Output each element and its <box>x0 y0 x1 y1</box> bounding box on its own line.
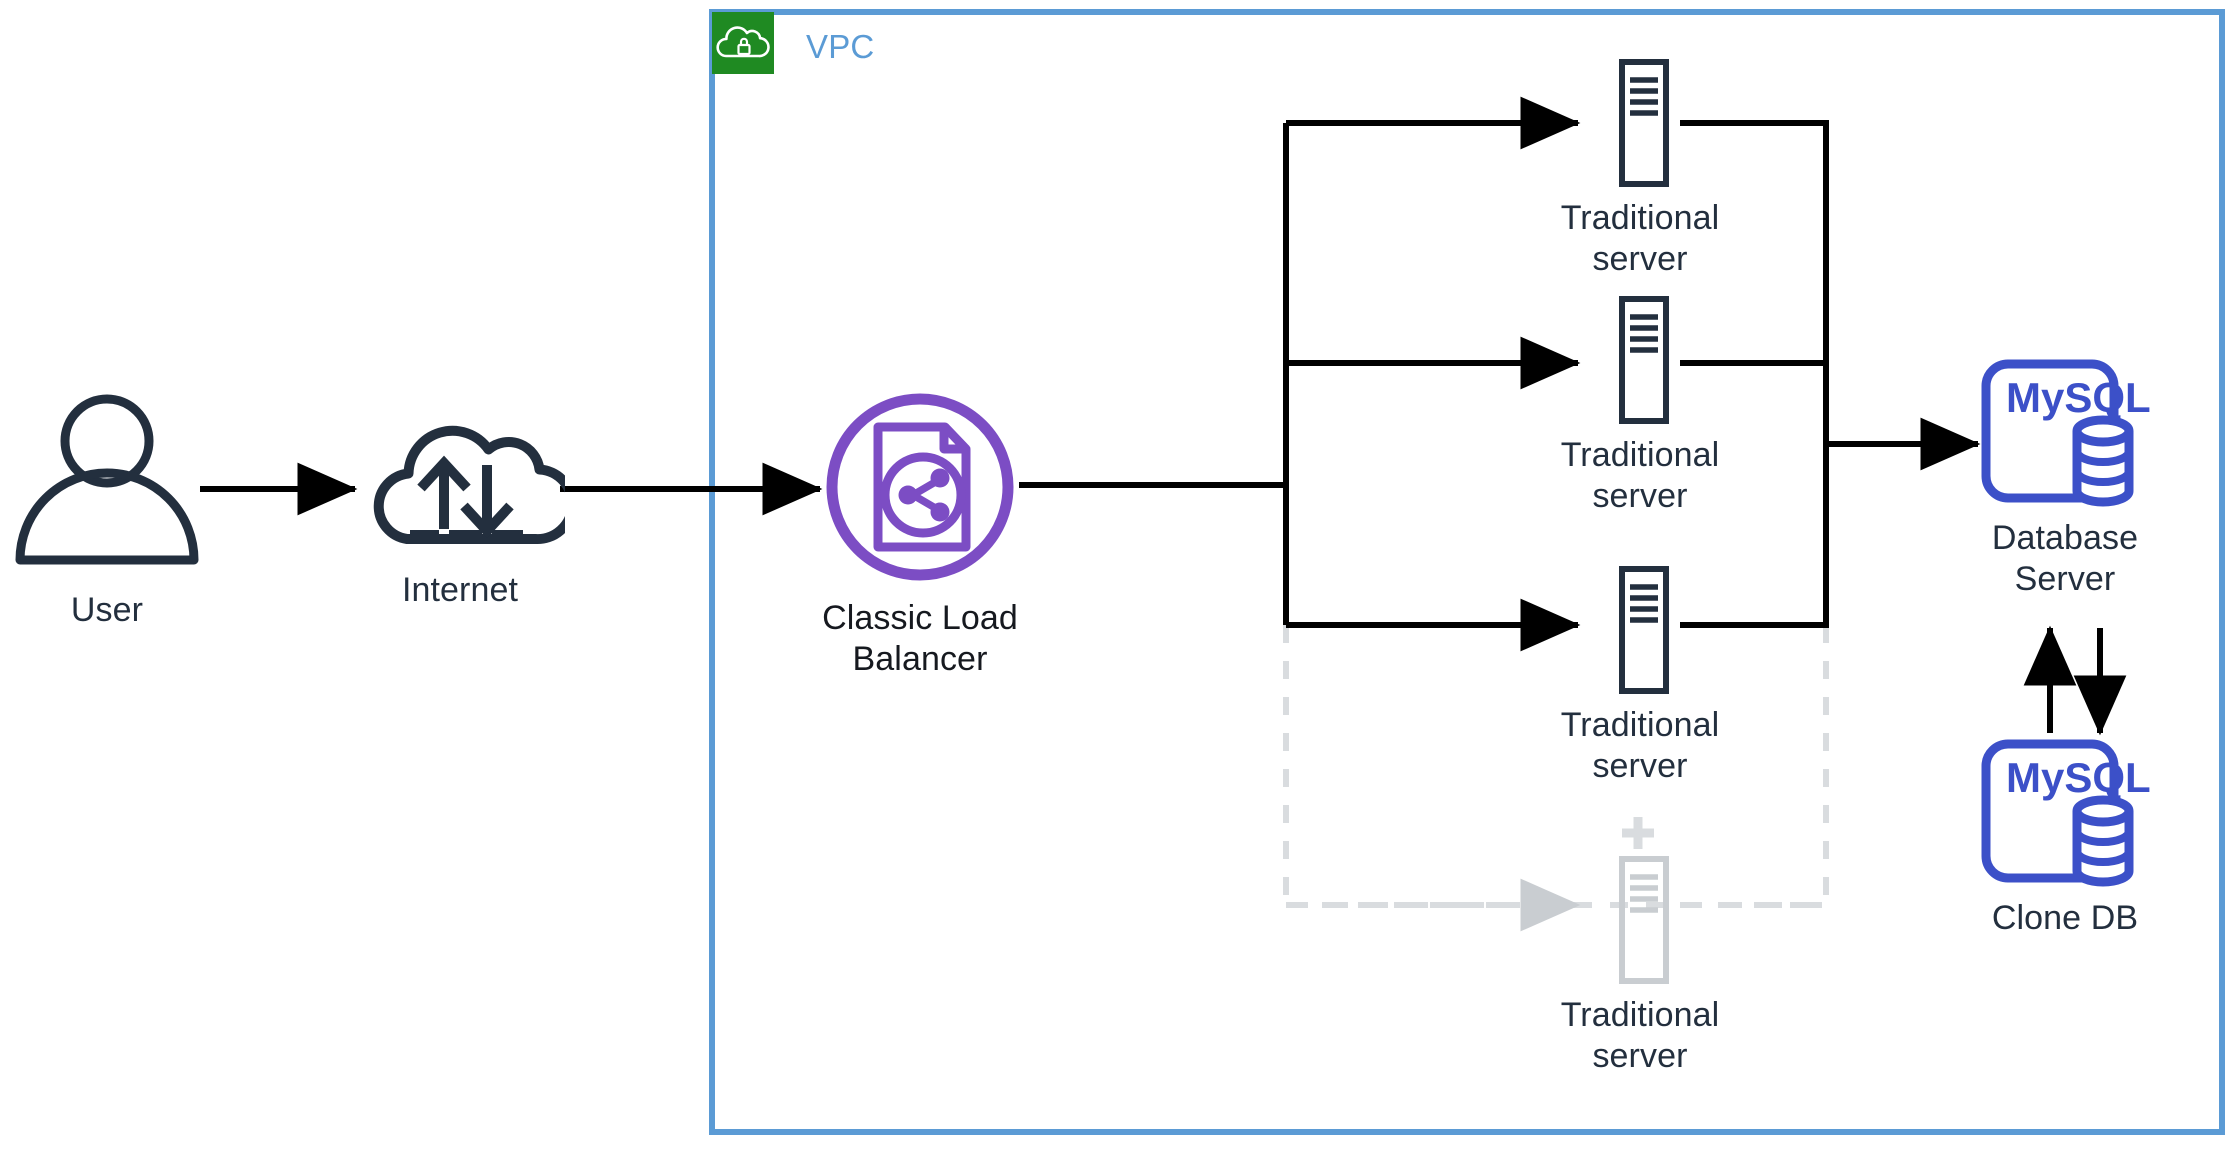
internet-cloud-icon <box>373 425 565 545</box>
mysql-wordmark: MySQL <box>2006 754 2150 801</box>
server-icon <box>1619 566 1669 694</box>
node-database-server: MySQL Database Server <box>1980 358 2150 601</box>
server-icon <box>1619 59 1669 187</box>
vpc-label: VPC <box>806 28 875 65</box>
node-database-server-label: Database Server <box>1991 519 2139 599</box>
node-user-label: User <box>70 591 144 629</box>
vpc-boundary-box <box>709 9 2225 1135</box>
mysql-wordmark: MySQL <box>2006 374 2150 421</box>
node-traditional-server-1-label: Traditional server <box>1560 199 1720 279</box>
node-traditional-server-3-label: Traditional server <box>1560 706 1720 786</box>
node-traditional-server-3: Traditional server <box>1561 565 1719 788</box>
load-balancer-icon <box>826 393 1014 581</box>
mysql-icon: MySQL <box>1981 359 2150 507</box>
node-traditional-server-2: Traditional server <box>1561 295 1719 518</box>
server-icon-ghost <box>1619 856 1669 984</box>
node-classic-load-balancer-label: Classic Load Balancer <box>822 599 1018 679</box>
node-user: User <box>12 390 202 631</box>
node-clone-db: MySQL Clone DB <box>1980 738 2150 939</box>
node-traditional-server-1: Traditional server <box>1561 58 1719 281</box>
node-traditional-server-2-label: Traditional server <box>1560 436 1720 516</box>
mysql-icon: MySQL <box>1981 739 2150 887</box>
add-server-plus-icon <box>1622 817 1654 849</box>
ghost-server-dashed-boundary <box>1283 625 1829 908</box>
user-icon <box>15 394 199 565</box>
node-internet: Internet <box>355 400 565 611</box>
node-traditional-server-ghost-label: Traditional server <box>1560 996 1720 1076</box>
node-internet-label: Internet <box>401 571 519 609</box>
node-classic-load-balancer: Classic Load Balancer <box>820 392 1020 681</box>
node-clone-db-label: Clone DB <box>1991 899 2139 937</box>
server-icon <box>1619 296 1669 424</box>
node-traditional-server-ghost: Traditional server <box>1561 855 1719 1078</box>
